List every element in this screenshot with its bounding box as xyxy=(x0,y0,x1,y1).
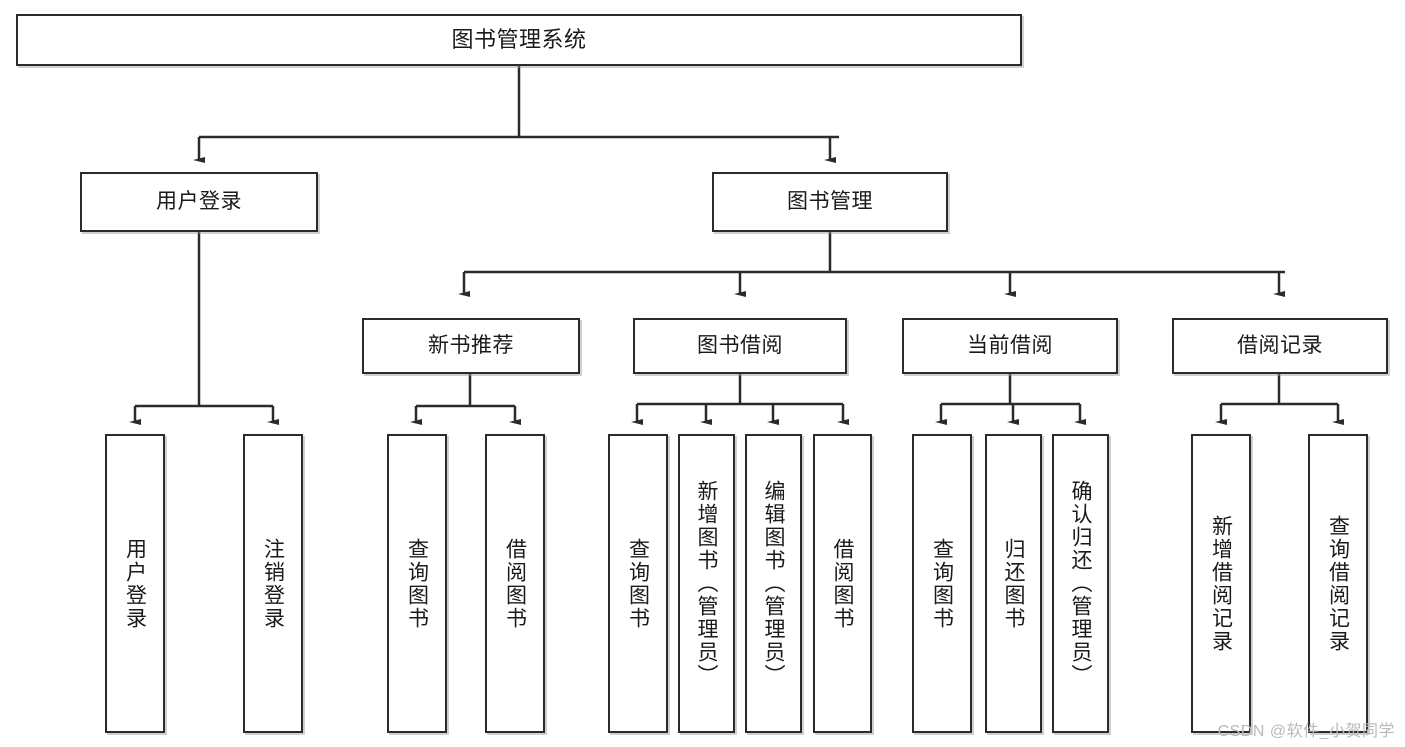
node-root-label: 图书管理系统 xyxy=(451,27,587,53)
leaf-user-login[interactable]: 用户登录 xyxy=(105,434,165,733)
leaf-return-book[interactable]: 归还图书 xyxy=(985,434,1042,733)
leaf-logout-label: 注销登录 xyxy=(261,537,285,630)
node-new-book-recommend-label: 新书推荐 xyxy=(428,333,514,357)
leaf-query-borrow-record[interactable]: 查询借阅记录 xyxy=(1308,434,1368,733)
node-book-management-label: 图书管理 xyxy=(787,189,873,213)
node-book-borrow-label: 图书借阅 xyxy=(697,333,783,357)
leaf-query-borrow-record-label: 查询借阅记录 xyxy=(1326,514,1350,653)
node-current-borrow[interactable]: 当前借阅 xyxy=(902,318,1118,374)
leaf-borrow-book-label: 借阅图书 xyxy=(831,537,854,630)
leaf-query-book-borrow-label: 查询图书 xyxy=(626,537,650,630)
leaf-query-book-newbook[interactable]: 查询图书 xyxy=(387,434,447,733)
leaf-borrow-book-newbook[interactable]: 借阅图书 xyxy=(485,434,545,733)
leaf-edit-book-admin[interactable]: 编辑图书（管理员） xyxy=(745,434,802,733)
leaf-add-borrow-record-label: 新增借阅记录 xyxy=(1209,514,1233,653)
node-current-borrow-label: 当前借阅 xyxy=(967,333,1053,357)
leaf-query-book-current[interactable]: 查询图书 xyxy=(912,434,972,733)
watermark-text: CSDN @软件_小贺同学 xyxy=(1217,723,1395,740)
leaf-add-book-admin-label: 新增图书（管理员） xyxy=(695,480,718,687)
node-root[interactable]: 图书管理系统 xyxy=(16,14,1022,66)
leaf-logout[interactable]: 注销登录 xyxy=(243,434,303,733)
leaf-borrow-book-newbook-label: 借阅图书 xyxy=(503,537,527,630)
leaf-add-borrow-record[interactable]: 新增借阅记录 xyxy=(1191,434,1251,733)
leaf-query-book-newbook-label: 查询图书 xyxy=(405,537,429,630)
leaf-confirm-return-admin[interactable]: 确认归还（管理员） xyxy=(1052,434,1109,733)
node-new-book-recommend[interactable]: 新书推荐 xyxy=(362,318,580,374)
leaf-query-book-borrow[interactable]: 查询图书 xyxy=(608,434,668,733)
leaf-confirm-return-admin-label: 确认归还（管理员） xyxy=(1069,480,1092,687)
node-borrow-records-label: 借阅记录 xyxy=(1237,333,1323,357)
leaf-edit-book-admin-label: 编辑图书（管理员） xyxy=(762,480,785,687)
node-user-login-label: 用户登录 xyxy=(156,189,242,213)
leaf-query-book-current-label: 查询图书 xyxy=(930,537,954,630)
leaf-borrow-book[interactable]: 借阅图书 xyxy=(813,434,872,733)
node-user-login[interactable]: 用户登录 xyxy=(80,172,318,232)
leaf-return-book-label: 归还图书 xyxy=(1002,537,1025,630)
leaf-user-login-label: 用户登录 xyxy=(123,537,147,630)
node-book-management[interactable]: 图书管理 xyxy=(712,172,948,232)
node-borrow-records[interactable]: 借阅记录 xyxy=(1172,318,1388,374)
node-book-borrow[interactable]: 图书借阅 xyxy=(633,318,847,374)
leaf-add-book-admin[interactable]: 新增图书（管理员） xyxy=(678,434,735,733)
